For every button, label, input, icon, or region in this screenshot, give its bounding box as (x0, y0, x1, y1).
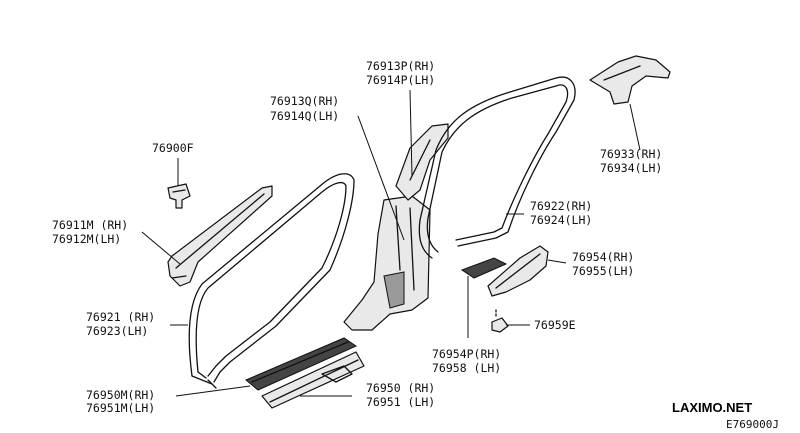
label-76950m: 76950M(RH) 76951M(LH) (86, 388, 162, 415)
leader-76913p (409, 89, 413, 177)
label-76900f: 76900F (152, 141, 194, 155)
clip-76959e-part (491, 309, 509, 333)
label-76911m: 76911M (RH) 76912M(LH) (52, 218, 135, 246)
b-pillar-lower-garnish-part (343, 195, 431, 331)
clip-76900f-part (167, 183, 191, 209)
label-76959e: 76959E (534, 318, 576, 332)
watermark-text: LAXIMO.NET (672, 400, 752, 415)
leader-76954 (547, 259, 567, 264)
label-76913q: 76913Q(RH) 76914Q(LH) (270, 94, 346, 123)
diagram-code: E769000J (726, 418, 779, 431)
rear-sill-plate-part (460, 257, 508, 279)
label-76950: 76950 (RH) 76951 (LH) (366, 381, 442, 409)
leader-76933 (629, 103, 641, 151)
leader-76911m (141, 231, 181, 265)
front-weatherstrip-part (188, 173, 355, 389)
kicking-plate-part (261, 351, 365, 409)
rear-weatherstrip-part (418, 76, 576, 259)
front-sill-plate-part (245, 337, 358, 391)
label-76913p: 76913P(RH) 76914P(LH) (366, 59, 442, 87)
label-76921: 76921 (RH) 76923(LH) (86, 310, 162, 338)
label-76922: 76922(RH) 76924(LH) (530, 199, 599, 227)
leader-76950m (175, 385, 251, 397)
leader-76913q (357, 115, 405, 241)
label-76954p: 76954P(RH) 76958 (LH) (432, 347, 508, 375)
rear-kicking-plate-part (487, 245, 549, 297)
b-pillar-upper-garnish-part (395, 123, 449, 201)
rear-pillar-upper-trim-part (589, 55, 671, 105)
a-pillar-garnish-part (167, 185, 273, 287)
label-76954: 76954(RH) 76955(LH) (572, 250, 641, 278)
label-76933: 76933(RH) 76934(LH) (600, 147, 669, 175)
